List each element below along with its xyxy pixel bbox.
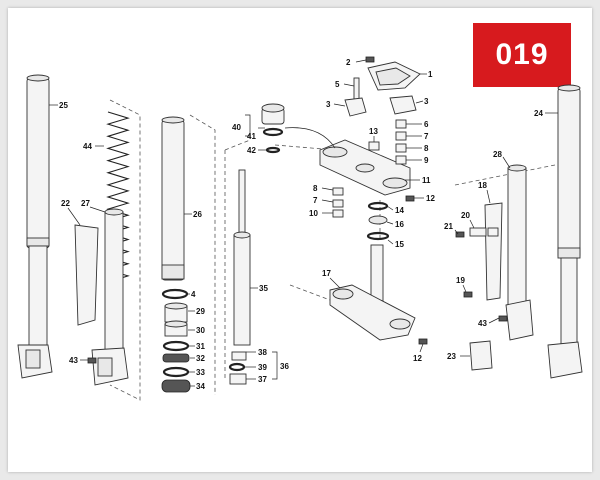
part-10 xyxy=(332,209,344,218)
fork-guard xyxy=(74,224,99,326)
dust-seal-34 xyxy=(161,379,191,393)
part-9 xyxy=(395,155,407,165)
riser-3b xyxy=(389,95,417,115)
part-39 xyxy=(228,362,246,372)
part-37 xyxy=(229,373,247,385)
seal-32 xyxy=(162,353,190,363)
label-41: 41 xyxy=(247,132,256,141)
label-14: 14 xyxy=(395,206,404,215)
label-9: 9 xyxy=(424,156,429,165)
label-3a: 3 xyxy=(326,100,331,109)
label-16: 16 xyxy=(395,220,404,229)
part-15 xyxy=(366,231,390,241)
screw-43b xyxy=(498,315,508,322)
label-7a: 7 xyxy=(424,132,429,141)
bolt-12a xyxy=(405,195,415,202)
part-8b xyxy=(332,187,344,196)
label-6: 6 xyxy=(424,120,429,129)
rod-end-parts xyxy=(228,351,247,385)
clip-20 xyxy=(469,227,487,237)
handlebar-clamp xyxy=(344,56,421,117)
ring-4 xyxy=(161,288,189,300)
riser-3a xyxy=(344,97,367,117)
label-37: 37 xyxy=(258,375,267,384)
label-8b: 8 xyxy=(313,184,318,193)
label-18: 18 xyxy=(478,181,487,190)
label-2: 2 xyxy=(346,58,351,67)
guard-18 xyxy=(484,202,503,301)
label-28: 28 xyxy=(493,150,502,159)
steering-hardware xyxy=(332,119,415,241)
label-30: 30 xyxy=(196,326,205,335)
page-number-badge: 019 xyxy=(473,23,571,87)
lower-triple-clamp xyxy=(329,244,428,345)
label-17: 17 xyxy=(322,269,331,278)
cartridge-tube xyxy=(161,116,185,281)
adjuster-cap xyxy=(261,103,285,154)
label-24: 24 xyxy=(534,109,543,118)
upper-triple-clamp xyxy=(284,127,411,196)
inner-tube-left xyxy=(91,208,129,386)
right-fork-parts xyxy=(87,164,534,371)
ring-33 xyxy=(162,366,190,378)
label-11: 11 xyxy=(422,176,431,185)
label-13: 13 xyxy=(369,127,378,136)
bolt-2 xyxy=(365,56,375,63)
label-31: 31 xyxy=(196,342,205,351)
label-1: 1 xyxy=(428,70,433,79)
screw-19 xyxy=(463,291,473,298)
label-12a: 12 xyxy=(426,194,435,203)
outer-tube-right xyxy=(547,84,583,379)
label-22: 22 xyxy=(61,199,70,208)
label-44: 44 xyxy=(83,142,92,151)
label-20: 20 xyxy=(461,211,470,220)
label-5: 5 xyxy=(335,80,340,89)
part-16 xyxy=(368,215,388,225)
label-21: 21 xyxy=(444,222,453,231)
bolt-12b xyxy=(418,338,428,345)
label-32: 32 xyxy=(196,354,205,363)
label-39: 39 xyxy=(258,363,267,372)
part-38 xyxy=(231,351,247,361)
label-23: 23 xyxy=(447,352,456,361)
label-40: 40 xyxy=(232,123,241,132)
label-3b: 3 xyxy=(424,97,429,106)
screw-21 xyxy=(455,231,465,238)
label-38: 38 xyxy=(258,348,267,357)
label-8a: 8 xyxy=(424,144,429,153)
label-42: 42 xyxy=(247,146,256,155)
label-25: 25 xyxy=(59,101,68,110)
label-33: 33 xyxy=(196,368,205,377)
part-13 xyxy=(368,141,380,151)
sticker-23 xyxy=(469,340,493,371)
ring-31 xyxy=(162,340,190,352)
label-34: 34 xyxy=(196,382,205,391)
damper-rod xyxy=(233,169,251,346)
label-29: 29 xyxy=(196,307,205,316)
label-43a: 43 xyxy=(69,356,78,365)
leader-lines xyxy=(49,59,558,387)
part-7b xyxy=(332,199,344,208)
label-36: 36 xyxy=(280,362,289,371)
label-12b: 12 xyxy=(413,354,422,363)
label-35: 35 xyxy=(259,284,268,293)
label-15: 15 xyxy=(395,240,404,249)
part-14 xyxy=(367,201,389,211)
label-7b: 7 xyxy=(313,196,318,205)
label-43b: 43 xyxy=(478,319,487,328)
part-7 xyxy=(395,131,407,141)
label-10: 10 xyxy=(309,209,318,218)
part-8 xyxy=(395,143,407,153)
label-4: 4 xyxy=(191,290,196,299)
callout-labels: 25 44 22 27 26 4 29 30 31 32 33 34 35 38… xyxy=(59,58,543,391)
seal-stack xyxy=(161,288,191,393)
label-27: 27 xyxy=(81,199,90,208)
outer-tube-left xyxy=(17,74,53,379)
label-26: 26 xyxy=(193,210,202,219)
screw-43a xyxy=(87,357,97,364)
label-19: 19 xyxy=(456,276,465,285)
part-6 xyxy=(395,119,407,129)
